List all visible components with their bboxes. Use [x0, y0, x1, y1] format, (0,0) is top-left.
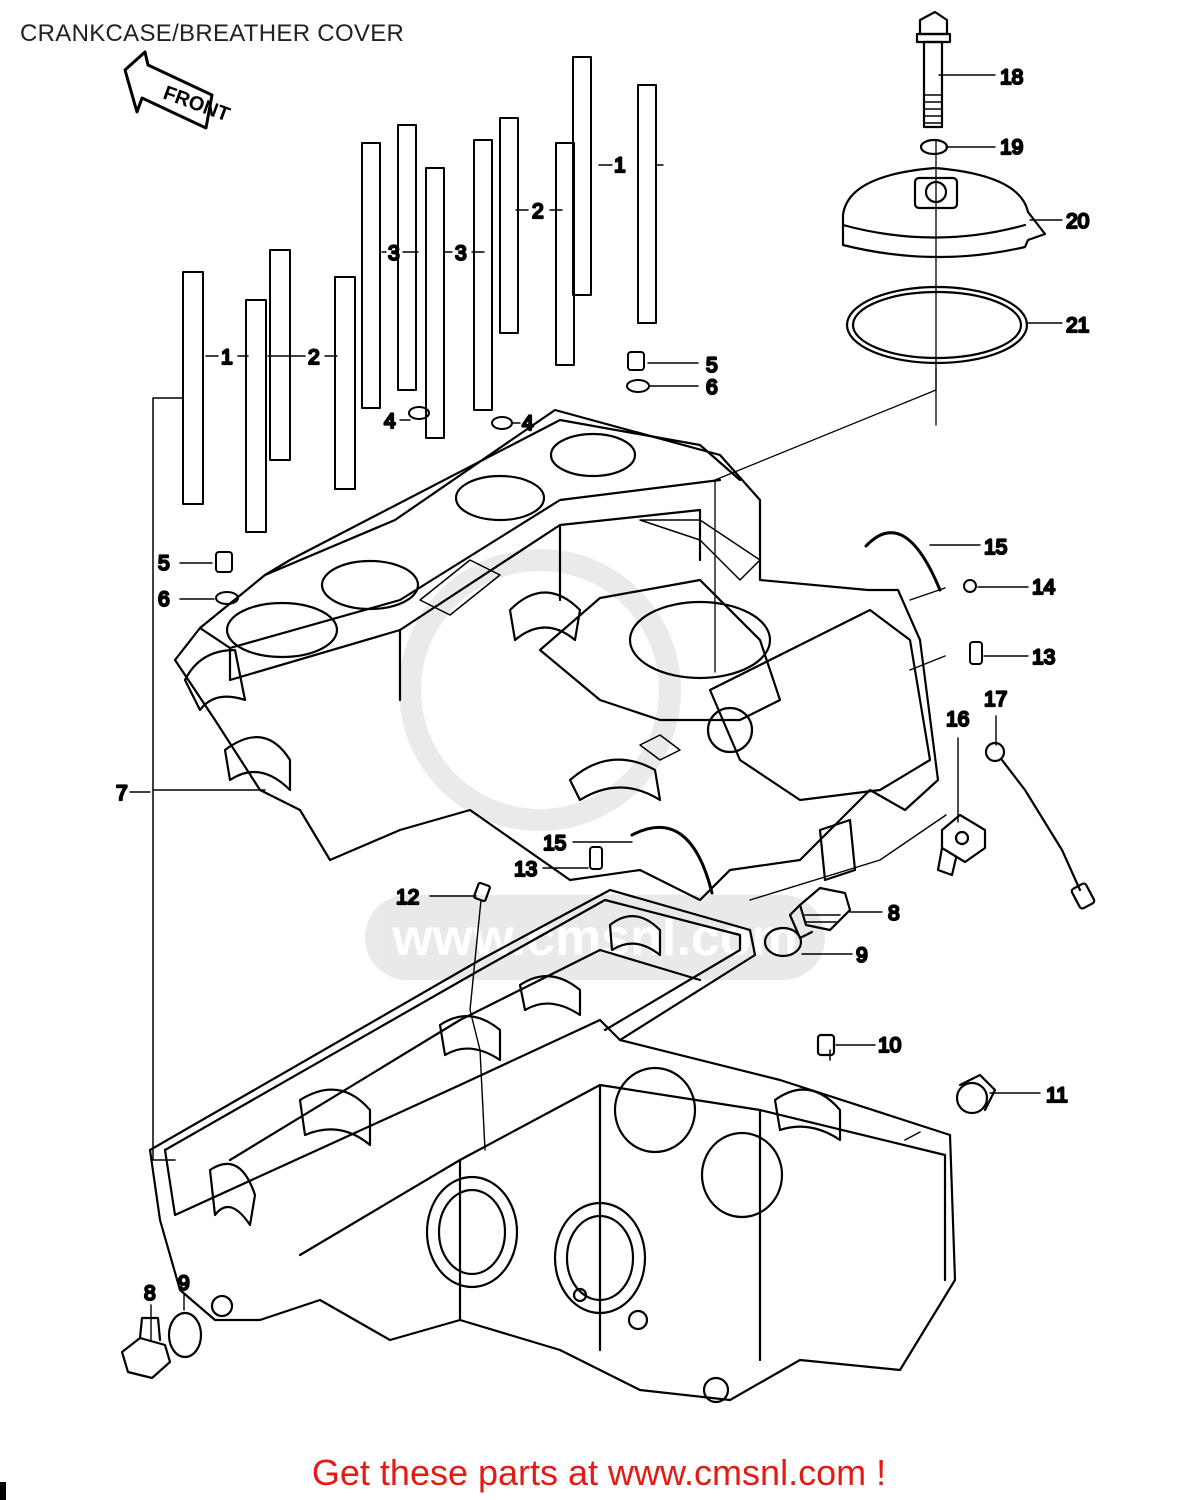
callout-5-left: 5: [158, 552, 170, 575]
breather-cover-20: [841, 166, 1047, 259]
o-ring-21: [845, 285, 1029, 365]
callout-9-right: 9: [856, 944, 868, 967]
leader-lines: [129, 74, 1063, 1341]
callout-14: 14: [1032, 576, 1056, 599]
lead-wire-17: [984, 741, 1096, 910]
callout-15-right: 15: [984, 536, 1007, 559]
callout-13-right: 13: [1032, 646, 1055, 669]
washer-19: [919, 138, 949, 156]
breather-to-case-line: [714, 367, 937, 673]
callout-16: 16: [946, 708, 969, 731]
callout-6-right: 6: [706, 376, 718, 399]
gasket-9-upper: [763, 926, 803, 958]
callout-20: 20: [1066, 210, 1089, 233]
callout-10: 10: [878, 1034, 901, 1057]
callout-15-left: 15: [543, 832, 566, 855]
callout-2-left: 2: [308, 346, 320, 369]
callout-1-left: 1: [221, 346, 233, 369]
callout-2-top: 2: [532, 200, 544, 223]
bolt-18: [915, 10, 952, 129]
callout-5-right: 5: [706, 354, 718, 377]
plug-11: [955, 1073, 997, 1115]
plug-10: [816, 1033, 836, 1057]
gasket-9-lower: [167, 1311, 203, 1359]
callout-8-left: 8: [144, 1282, 156, 1305]
page-title: CRANKCASE/BREATHER COVER: [20, 20, 405, 47]
plug-12: [473, 881, 491, 903]
callout-12: 12: [396, 886, 419, 909]
oil-pressure-switch-16: [936, 813, 987, 877]
drain-plug-8-upper: [788, 886, 852, 940]
callout-21: 21: [1066, 314, 1089, 337]
front-arrow-icon: FRONT: [123, 50, 233, 130]
watermark-text: www.cmsnl.com: [391, 909, 798, 967]
upper-crankcase: [173, 408, 940, 902]
callout-3-left: 3: [388, 242, 400, 265]
callout-labels: 18 19 20 21 1 2 3 3 1 2 5 6 4 4 5 6 15 1…: [115, 65, 1091, 1306]
callout-7: 7: [116, 782, 128, 805]
callout-18: 18: [1000, 66, 1023, 89]
callout-4-left: 4: [384, 410, 396, 433]
callout-11: 11: [1046, 1084, 1068, 1107]
callout-17: 17: [984, 688, 1007, 711]
corner-mark: [0, 1482, 6, 1500]
callout-13-left: 13: [514, 858, 537, 881]
callout-6-left: 6: [158, 588, 170, 611]
footer-link[interactable]: Get these parts at www.cmsnl.com !: [311, 1452, 887, 1493]
callout-1-top: 1: [614, 154, 626, 177]
callout-9-left: 9: [178, 1272, 190, 1295]
drain-plug-8-lower: [120, 1316, 172, 1380]
bracket-7: [152, 397, 266, 1161]
callout-3-right: 3: [455, 242, 467, 265]
callout-19: 19: [1000, 136, 1023, 159]
callout-4-right: 4: [522, 412, 534, 435]
callout-8-right: 8: [888, 902, 900, 925]
cylinder-studs: [182, 56, 657, 533]
